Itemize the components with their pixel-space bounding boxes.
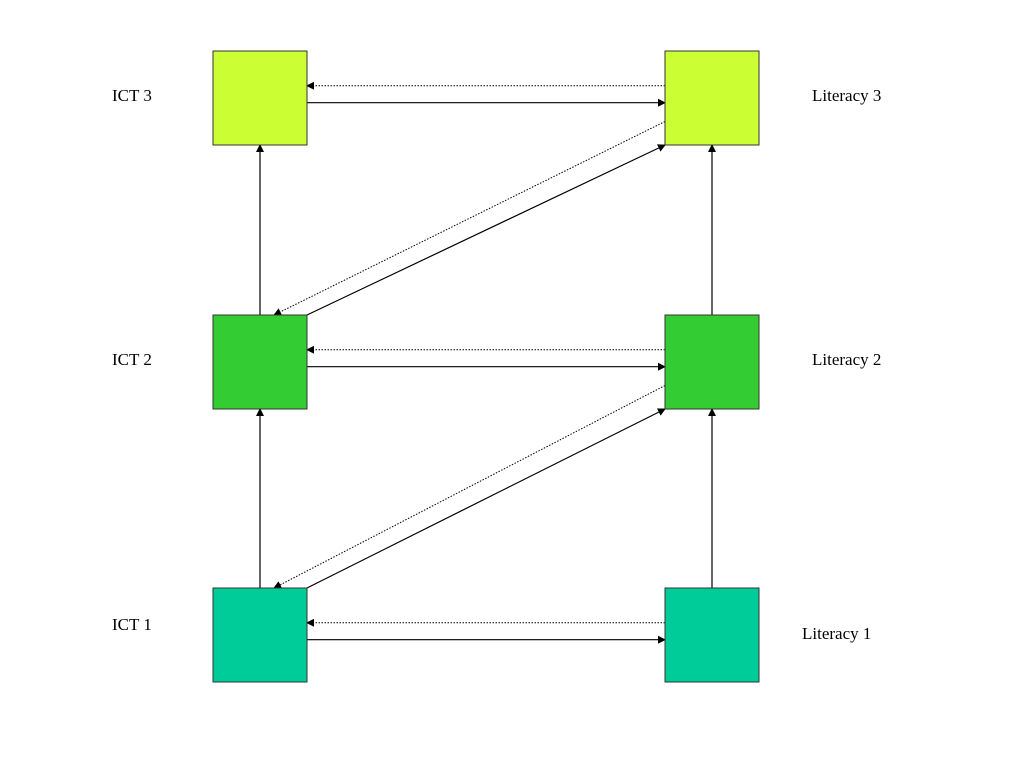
node-ict1-label: ICT 1 xyxy=(112,615,152,634)
node-ict2-box xyxy=(212,314,308,410)
edge-ict2-to-lit3-solid xyxy=(306,144,666,316)
node-lit2: Literacy 2 xyxy=(664,314,881,410)
node-lit3: Literacy 3 xyxy=(664,50,881,146)
node-ict3-box xyxy=(212,50,308,146)
edge-lit2-to-ict1-dotted xyxy=(273,385,666,589)
node-ict2: ICT 2 xyxy=(112,314,308,410)
node-ict1: ICT 1 xyxy=(112,587,308,683)
node-ict2-label: ICT 2 xyxy=(112,350,152,369)
edges-layer xyxy=(256,81,716,644)
node-lit1-label: Literacy 1 xyxy=(802,624,871,643)
node-lit3-label: Literacy 3 xyxy=(812,86,881,105)
node-lit1-box xyxy=(664,587,760,683)
node-ict1-box xyxy=(212,587,308,683)
node-lit1: Literacy 1 xyxy=(664,587,871,683)
node-ict3: ICT 3 xyxy=(112,50,308,146)
edge-lit3-to-ict2-dotted xyxy=(273,121,666,316)
edge-ict1-to-lit2-solid xyxy=(306,408,666,589)
node-ict3-label: ICT 3 xyxy=(112,86,152,105)
node-lit2-box xyxy=(664,314,760,410)
node-lit2-label: Literacy 2 xyxy=(812,350,881,369)
node-lit3-box xyxy=(664,50,760,146)
